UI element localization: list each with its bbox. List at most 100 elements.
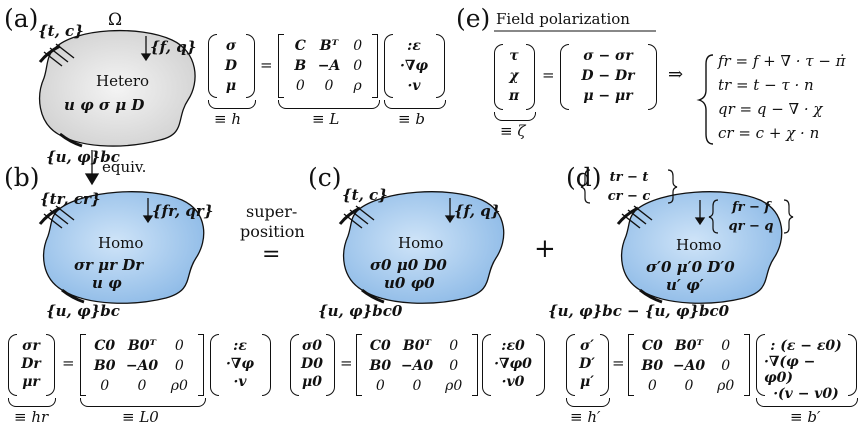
d-body-force-label: fr − f qr − q [720,200,782,234]
a-lhs-1: D [224,58,238,74]
a-traction-label: {t, c} [38,22,84,40]
implies-arrow: ⇒ [668,64,684,85]
b-rhs-1: ·∇φ [225,356,255,372]
b-m20: 0 [100,378,110,394]
d-brace-h [566,398,610,407]
a-m02: 0 [353,38,363,54]
e-sys-3: cr = c + χ · n [718,124,820,142]
b-m21: 0 [137,378,147,394]
d-traction-brace [580,169,591,204]
panel-label-e: (e) [456,4,491,33]
a-m12: 0 [353,58,363,74]
omega-label: Ω [108,10,123,30]
a-fields-label: u φ σ μ D [64,96,145,114]
homo-body-c [342,191,505,304]
a-mat-bracket-l [278,34,284,98]
c-mat-bracket-r [472,334,478,396]
c-rhs-paren-r [536,334,545,396]
c-eq: = [340,354,353,372]
b-m01: B0ᵀ [127,338,157,354]
c-mat-bracket-l [356,334,362,396]
panel-label-a: (a) [4,4,39,33]
c-m01: B0ᵀ [402,338,432,354]
d-traction-brace-r [667,169,678,204]
b-bc-label: {u, φ}bc [46,302,120,320]
c-rhs-1: ·∇φ0 [494,356,532,372]
plus-sign: + [534,234,556,264]
c-m20: 0 [375,378,385,394]
a-m00: C [294,38,306,54]
d-force-brace-r [783,199,794,234]
hetero-body [38,29,196,147]
b-m11: −A0 [125,358,159,374]
a-m21: 0 [324,78,334,94]
a-rhs-paren-r [436,34,445,98]
homo-body-b [42,191,205,304]
a-equiv-h: ≡ h [214,110,241,128]
b-m12: 0 [174,358,184,374]
b-rhs-0: :ε [233,338,247,354]
a-eq: = [260,56,273,74]
c-lhs-2: μ0 [302,374,322,390]
a-m10: B [294,58,307,74]
a-bc-label: {u, φ}bc [46,148,120,166]
c-rhs-vector: :ε0·∇φ0·v0 [490,338,536,390]
d-rhs-1: ·∇(φ − φ0) [764,354,816,386]
d-rhs-0: : (ε − ε0) [770,338,842,354]
b-lhs-2: μr [22,374,40,390]
e-sys-1: tr = t − τ · n [718,76,814,94]
b-mat-bracket-r [198,334,204,396]
superposition-equals: = [262,242,281,267]
d-m22: ρ0 [717,378,735,394]
e-equiv: ≡ ζ [500,122,526,140]
c-m21: 0 [412,378,422,394]
body-force-arrows [84,36,706,226]
superposition-2: position [240,222,305,241]
a-m20: 0 [295,78,305,94]
c-fields-2: u0 φ0 [384,274,435,292]
d-rhs-paren-r [848,334,857,396]
a-rhs-2: ·v [407,78,421,94]
d-force-0: fr − f [732,200,770,215]
d-rhs-2: ·(v − v0) [773,386,839,402]
d-force-1: qr − q [728,219,774,234]
d-m20: 0 [647,378,657,394]
d-eq: = [612,354,625,372]
d-region-label: Homo [676,236,722,254]
c-lhs-paren-r [326,334,335,396]
a-lhs-0: σ [225,38,237,54]
a-mat-bracket-r [372,34,378,98]
a-m11: −A [317,58,341,74]
a-body-force-label: {f, q} [150,38,197,56]
d-fields-1: σ′0 μ′0 D′0 [646,258,735,276]
c-traction-label: {t, c} [342,186,388,204]
a-lhs-paren-r [246,34,255,98]
d-mat-bracket-l [628,334,634,396]
d-m11: −A0 [672,358,706,374]
e-title: Field polarization [496,10,630,28]
c-fields-1: σ0 μ0 D0 [370,256,447,274]
c-m12: 0 [449,358,459,374]
e-brace [494,112,536,121]
traction-arrows [38,43,663,304]
b-traction-label: {tr, cr} [40,190,101,208]
c-m11: −A0 [400,358,434,374]
b-brace-h [8,398,56,407]
b-rhs-2: ·v [233,374,247,390]
a-region-label: Hetero [96,72,150,90]
b-equiv-L: ≡ L0 [122,408,159,426]
d-lhs-vector: σ′D′μ′ [574,338,600,390]
e-rhs-1: D − Dr [581,68,635,84]
d-lhs-1: D′ [579,356,595,372]
b-brace-L [80,398,206,407]
b-m00: C0 [94,338,116,354]
